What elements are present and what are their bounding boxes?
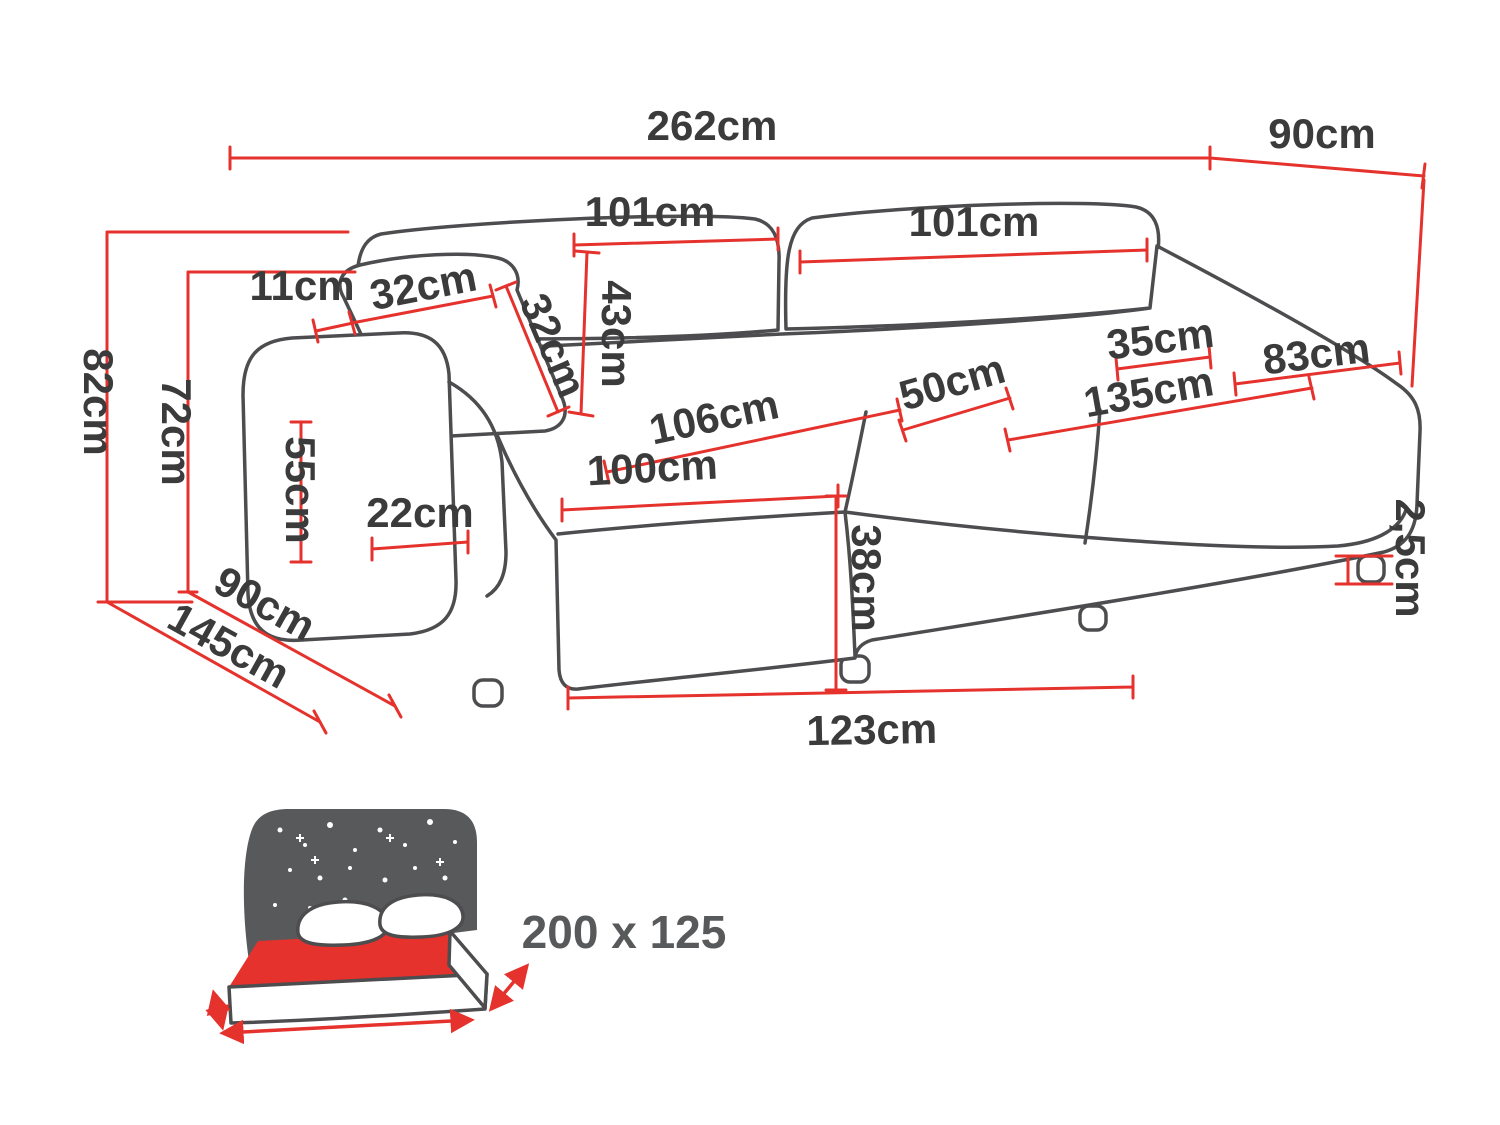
seat-seam-divider — [843, 410, 868, 514]
bed-width-arrow — [219, 1008, 475, 1045]
dim-line-38 — [824, 494, 848, 692]
dim-line-123 — [566, 674, 1135, 711]
dim-line-106 — [602, 397, 904, 485]
sofa-leg — [1356, 554, 1386, 584]
bed-depth-arrow — [488, 963, 530, 1012]
dim-label-leg-height: 2,5cm — [1387, 498, 1434, 617]
dim-line-83 — [1232, 350, 1403, 397]
bed-left-arrow — [205, 989, 231, 1031]
bed-pillow — [296, 899, 390, 947]
sofa-leg — [1078, 604, 1108, 632]
dim-label-chaise-seat-width: 100cm — [586, 441, 719, 495]
dim-label-total-width: 262cm — [647, 102, 778, 149]
armrest-inner-edge — [447, 380, 508, 598]
sleeping-area-label: 200 x 125 — [522, 906, 727, 958]
dim-line-262 — [228, 145, 1212, 171]
sofa-leg — [472, 678, 504, 708]
star-icon — [296, 834, 444, 866]
dim-line-145 — [105, 600, 328, 735]
sofa-body — [468, 244, 1422, 691]
dim-label-armrest-width: 22cm — [366, 489, 473, 536]
dim-line-82 — [96, 230, 350, 604]
dim-line-32-height — [494, 280, 571, 418]
dim-line-35 — [1114, 344, 1213, 382]
dim-line-101-left — [572, 226, 780, 258]
seat-seam-chaise-right — [843, 510, 857, 658]
bed-mattress-top — [229, 931, 487, 987]
dim-label-seat-height: 38cm — [843, 524, 890, 631]
dim-line-2-5 — [1334, 554, 1394, 586]
dim-label-back-right: 101cm — [909, 198, 1040, 245]
dim-line-101-right — [798, 237, 1149, 275]
bed-pillow — [378, 892, 465, 939]
dim-line-43 — [567, 249, 601, 418]
dim-label-cushion-height: 43cm — [593, 280, 640, 387]
dim-label-back-gap: 11cm — [249, 262, 354, 309]
dim-line-135 — [1003, 375, 1316, 453]
dim-label-end-depth: 90cm — [1268, 110, 1375, 157]
dim-label-backrest-height: 72cm — [153, 378, 200, 485]
dimension-lines — [96, 145, 1427, 735]
dim-line-90-floor — [186, 590, 403, 719]
dim-label-height: 82cm — [75, 348, 122, 455]
seat-seam-chaise-front — [556, 510, 847, 536]
sofa-bed-icon: 200 x 125 — [205, 809, 727, 1045]
seat-seam-right-front — [843, 508, 1408, 549]
dim-label-armrest-height: 55cm — [277, 436, 324, 543]
bed-mattress-side — [447, 929, 489, 1010]
dim-line-50 — [897, 386, 1015, 443]
dim-line-55 — [289, 420, 313, 564]
dim-line-11 — [311, 318, 355, 344]
dim-line-90-top — [1208, 156, 1427, 388]
dim-label-chaise-length: 123cm — [806, 705, 938, 754]
dim-line-22 — [370, 529, 470, 562]
dim-label-back-left: 101cm — [585, 188, 716, 235]
back-cushion-right — [783, 201, 1161, 331]
